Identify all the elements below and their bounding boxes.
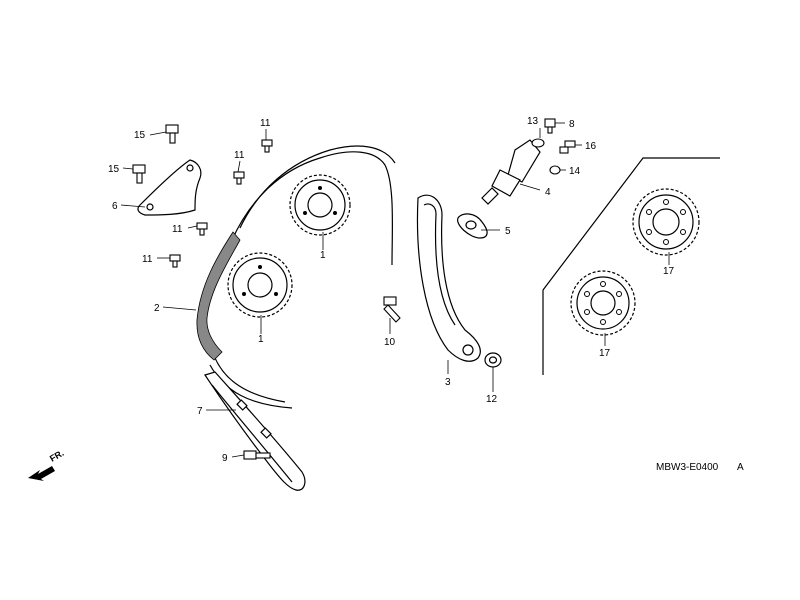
callout-17-a: 17 (663, 266, 675, 277)
callout-4: 4 (545, 187, 551, 198)
sprocket-17-lower (570, 270, 636, 336)
bolt-16 (559, 140, 576, 154)
callout-9: 9 (222, 453, 228, 464)
callout-2: 2 (154, 303, 160, 314)
callout-1-b: 1 (258, 334, 264, 345)
cam-chain-guide (204, 371, 306, 491)
callout-11-b: 11 (234, 150, 245, 161)
bolt-15-b (132, 164, 146, 184)
cam-chain-tensioner-arm (416, 194, 481, 362)
spring-14 (549, 165, 561, 175)
front-arrow-icon (28, 466, 55, 481)
washer-13 (531, 138, 545, 148)
cam-chain-links (196, 231, 241, 361)
callout-11-d: 11 (142, 254, 153, 265)
callout-5: 5 (505, 226, 511, 237)
cam-sprocket-lower (227, 252, 293, 318)
callout-6: 6 (112, 201, 118, 212)
callout-12: 12 (486, 394, 498, 405)
leader-lines (120, 122, 670, 458)
chain-guide-bracket (137, 159, 202, 216)
tensioner-lifter-4 (481, 139, 541, 205)
callout-11-a: 11 (260, 118, 271, 129)
callout-16: 16 (585, 141, 597, 152)
bolt-15-a (165, 124, 179, 144)
tensioner-gasket-5 (457, 213, 488, 239)
callout-13: 13 (527, 116, 539, 127)
bolt-8 (544, 118, 556, 134)
option-panel-border (542, 157, 720, 375)
bolt-10 (383, 296, 401, 323)
diagram-code: MBW3-E0400 (656, 462, 719, 473)
cam-sprocket-upper (289, 174, 351, 236)
front-direction-marker: FR. (28, 448, 66, 481)
callout-1-a: 1 (320, 250, 326, 261)
callout-7: 7 (197, 406, 203, 417)
callout-15-a: 15 (134, 130, 146, 141)
diagram-suffix: A (737, 462, 744, 473)
sprocket-17-upper (632, 188, 700, 256)
callout-labels: 15 15 6 11 11 11 11 2 1 1 10 3 12 5 4 13… (108, 116, 675, 464)
callout-11-c: 11 (172, 224, 183, 235)
callout-14: 14 (569, 166, 581, 177)
callout-10: 10 (384, 337, 396, 348)
bolt-11-c (196, 222, 208, 236)
callout-8: 8 (569, 119, 575, 130)
bolt-11-b (233, 171, 245, 185)
bolt-11-a (261, 139, 273, 153)
front-label: FR. (48, 448, 66, 464)
callout-15-b: 15 (108, 164, 120, 175)
washer-12 (484, 352, 502, 368)
callout-3: 3 (445, 377, 451, 388)
callout-17-b: 17 (599, 348, 611, 359)
bolt-11-d (169, 254, 181, 268)
